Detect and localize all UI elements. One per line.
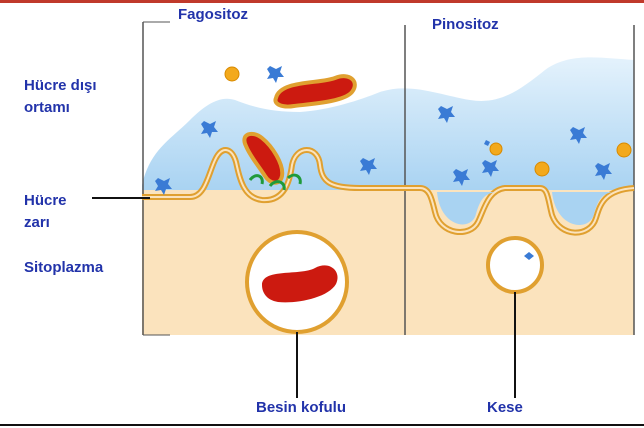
label-sitoplazma: Sitoplazma xyxy=(24,258,103,278)
label-fagositoz: Fagositoz xyxy=(178,5,248,25)
extracellular-fluid xyxy=(142,57,634,190)
label-hucre-disi-ortami-line1: Hücre dışı xyxy=(24,76,97,96)
label-besin-kofulu: Besin kofulu xyxy=(256,398,346,418)
vesicle xyxy=(488,238,542,292)
label-hucre-zari-line2: zarı xyxy=(24,213,50,233)
bacterium xyxy=(275,76,354,106)
label-kese: Kese xyxy=(487,398,523,418)
bottom-rule xyxy=(0,424,644,426)
label-hucre-disi-ortami-line2: ortamı xyxy=(24,98,70,118)
label-pinositoz: Pinositoz xyxy=(432,15,499,35)
label-hucre-zari-line1: Hücre xyxy=(24,191,67,211)
